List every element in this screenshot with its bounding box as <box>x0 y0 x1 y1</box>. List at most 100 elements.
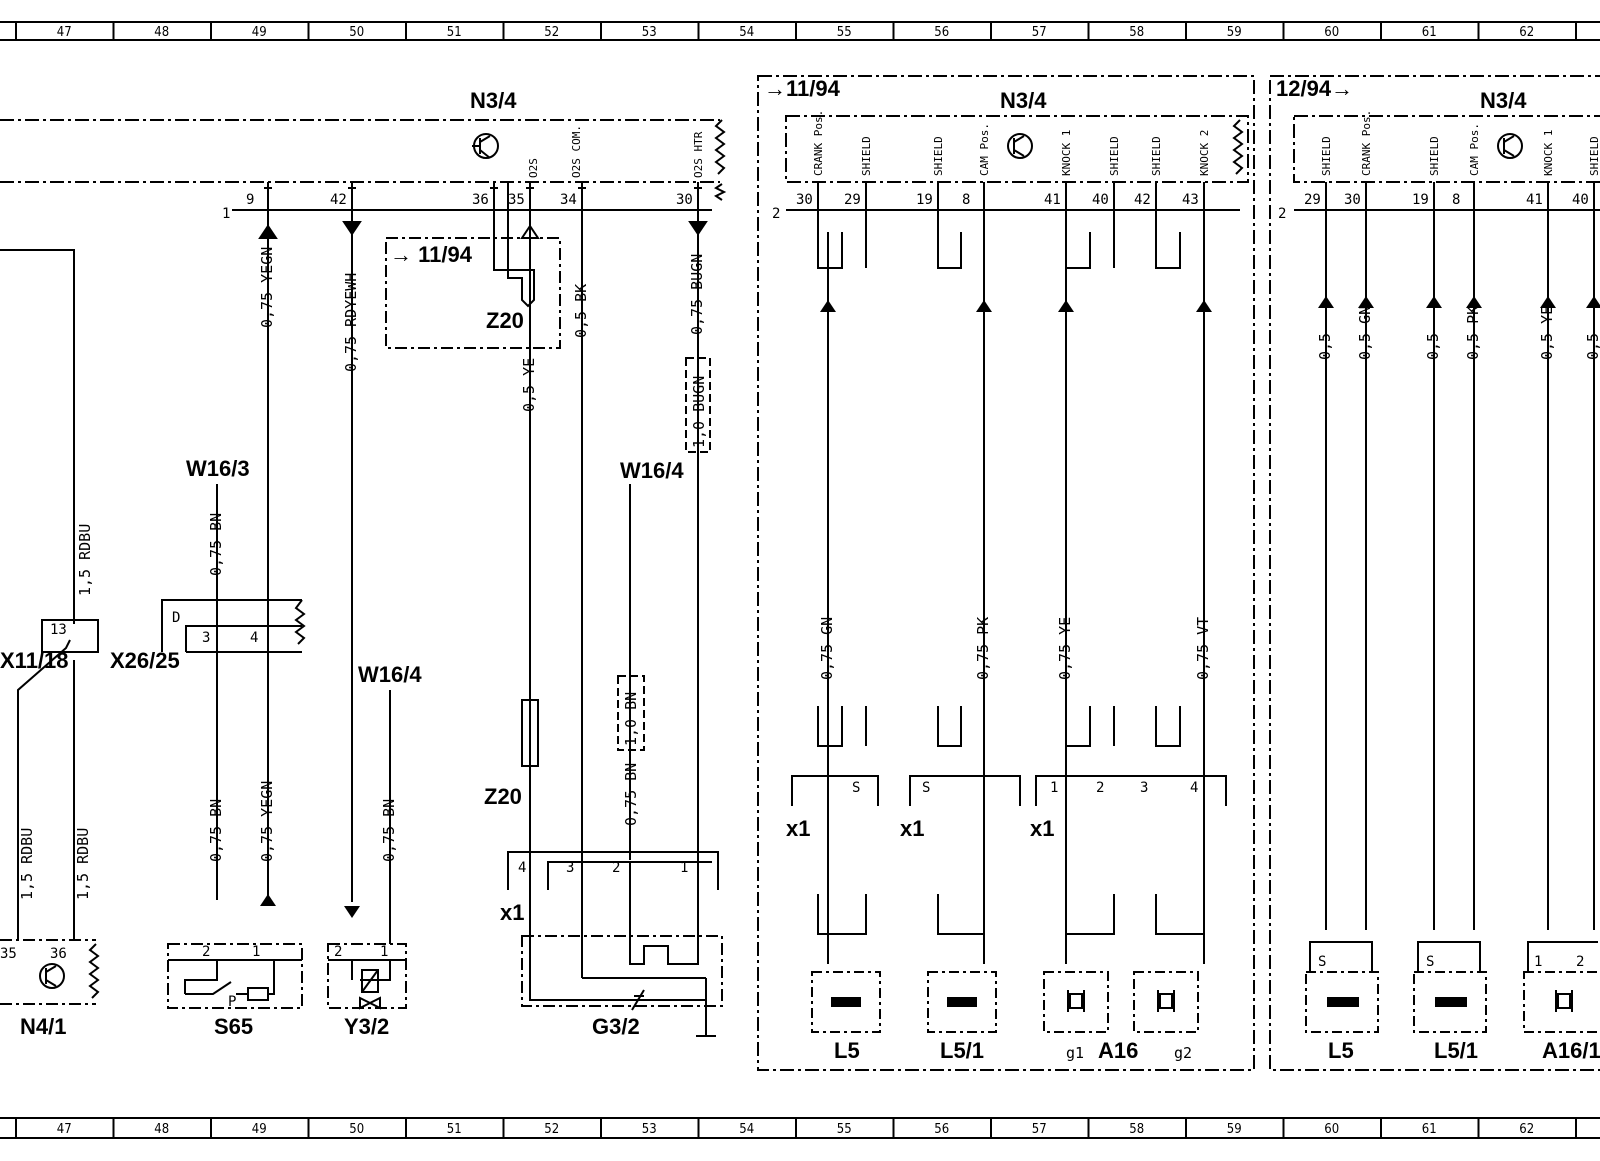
shield-braid <box>937 232 985 269</box>
block2-arrow <box>820 300 836 312</box>
block3-pin-number: 30 <box>1344 192 1361 208</box>
shield-braid <box>1155 706 1205 747</box>
ref-1194-label: → 11/94 <box>390 242 473 267</box>
shield-braid <box>1065 706 1115 747</box>
x1-c-label: x1 <box>900 816 924 841</box>
block-1194 <box>757 75 1255 1071</box>
s65-label: S65 <box>214 1014 253 1039</box>
y32-arrow <box>344 906 360 918</box>
block2-pin-number: 30 <box>796 192 813 208</box>
x1-pin-1: 1 <box>680 860 688 876</box>
n34-pin-number: 34 <box>560 192 577 208</box>
n34-pin-number: 30 <box>676 192 693 208</box>
l5-label: L5 <box>834 1038 860 1063</box>
ruler-column-number: 62 <box>1519 1122 1534 1137</box>
x1-b-label: x1 <box>786 816 810 841</box>
l5-s-pin: S <box>852 780 860 796</box>
x1118-pin-13: 13 <box>50 622 67 638</box>
n34-pin-number: 35 <box>508 192 525 208</box>
n41-module <box>0 939 100 1005</box>
x1118-label: X11/18 <box>0 648 69 673</box>
knock-pin-4: 4 <box>1190 780 1198 796</box>
block2-column-label: SHIELD <box>1150 136 1163 176</box>
shield-braid <box>817 232 867 269</box>
n41-label: N4/1 <box>20 1014 66 1039</box>
ruler-column-number: 62 <box>1519 25 1534 40</box>
transistor-icon-lines <box>1013 135 1025 157</box>
y32-label: Y3/2 <box>344 1014 389 1039</box>
right-pin-1: 1 <box>1534 954 1542 970</box>
right-sensors <box>1305 941 1600 1033</box>
block2-wire-label: 0,75 GN <box>818 617 836 680</box>
x1-pin-3: 3 <box>566 860 574 876</box>
ruler-column-number: 52 <box>544 25 559 40</box>
block2-wire-label: 0,75 YE <box>1056 617 1074 680</box>
l51-right-label: L5/1 <box>1434 1038 1478 1063</box>
block-1194-n34: N3/4 <box>1000 88 1047 113</box>
block2-wire-label: 0,75 PK <box>974 617 992 680</box>
ruler-column-number: 58 <box>1129 25 1144 40</box>
ruler-column-number: 51 <box>447 25 462 40</box>
block2-column-label: KNOCK 2 <box>1198 130 1211 176</box>
block2-column-label: CAM Pos. <box>978 123 991 176</box>
ruler-column-number: 48 <box>154 1122 169 1137</box>
block2-column-label: KNOCK 1 <box>1060 130 1073 176</box>
block3-column-label: SHIELD <box>1428 136 1441 176</box>
right-s2: S <box>1426 954 1434 970</box>
knock-pin-2: 2 <box>1096 780 1104 796</box>
block2-column-label: CRANK Pos. <box>812 110 825 176</box>
x1-g32-connector <box>507 851 719 890</box>
w164-b-label: 0,75 BN <box>622 763 640 826</box>
n34-main-module <box>0 119 727 211</box>
g32-sensor <box>521 862 723 1037</box>
block2-pin-number: 8 <box>962 192 970 208</box>
block3-wire-label: 0,5 PK <box>1464 306 1482 360</box>
ruler-column-number: 50 <box>349 25 364 40</box>
y32-valve <box>327 943 407 1010</box>
connector-2b-label: 2 <box>1278 206 1286 222</box>
block2-pin-number: 19 <box>916 192 933 208</box>
n34-pin-number: 9 <box>246 192 254 208</box>
s65-pin-1: 1 <box>252 944 260 960</box>
block-1194-module <box>785 115 1249 183</box>
x1-d-label: x1 <box>1030 816 1054 841</box>
o2s-com-label: O2S COM. <box>570 125 583 178</box>
shield-braid <box>1155 232 1205 269</box>
block2-arrow <box>1058 300 1074 312</box>
ruler-column-number: 50 <box>349 1122 364 1137</box>
transistor-symbol-main <box>472 133 499 159</box>
wire-35-label: 0,5 YE <box>520 358 538 412</box>
transistor-icon-lines <box>1503 135 1515 157</box>
ruler-column-number: 55 <box>837 1122 852 1137</box>
n34-wires <box>258 182 708 978</box>
s65-bn-label: 0,75 BN <box>207 799 225 862</box>
ruler-column-number: 51 <box>447 1122 462 1137</box>
block-1294-ref: 12/94→ <box>1276 76 1353 101</box>
middle-x1-connectors <box>791 775 1227 806</box>
block2-pin-number: 41 <box>1044 192 1061 208</box>
block2-wire-label: 0,75 VT <box>1194 617 1212 680</box>
block3-wire-label: 0,5 <box>1316 333 1334 360</box>
block2-pin-number: 43 <box>1182 192 1199 208</box>
o2s-label: O2S <box>527 158 540 178</box>
z20-mid-label: Z20 <box>484 784 522 809</box>
block3-arrow <box>1426 296 1442 308</box>
right-s1: S <box>1318 954 1326 970</box>
ruler-column-number: 55 <box>837 25 852 40</box>
l51-s-pin: S <box>922 780 930 796</box>
ruler-column-number: 53 <box>642 1122 657 1137</box>
s65-pin-2: 2 <box>202 944 210 960</box>
ruler-column-number: 60 <box>1324 1122 1339 1137</box>
ruler-column-number: 49 <box>252 25 267 40</box>
shield-braid <box>1065 894 1115 935</box>
knock-pin-1: 1 <box>1050 780 1058 796</box>
block3-pin-number: 8 <box>1452 192 1460 208</box>
block2-pin-number: 42 <box>1134 192 1151 208</box>
block3-column-label: KNOCK 1 <box>1542 130 1555 176</box>
ruler-column-number: 59 <box>1227 1122 1242 1137</box>
block2-pin-number: 40 <box>1092 192 1109 208</box>
x2625-pin-4: 4 <box>250 630 258 646</box>
